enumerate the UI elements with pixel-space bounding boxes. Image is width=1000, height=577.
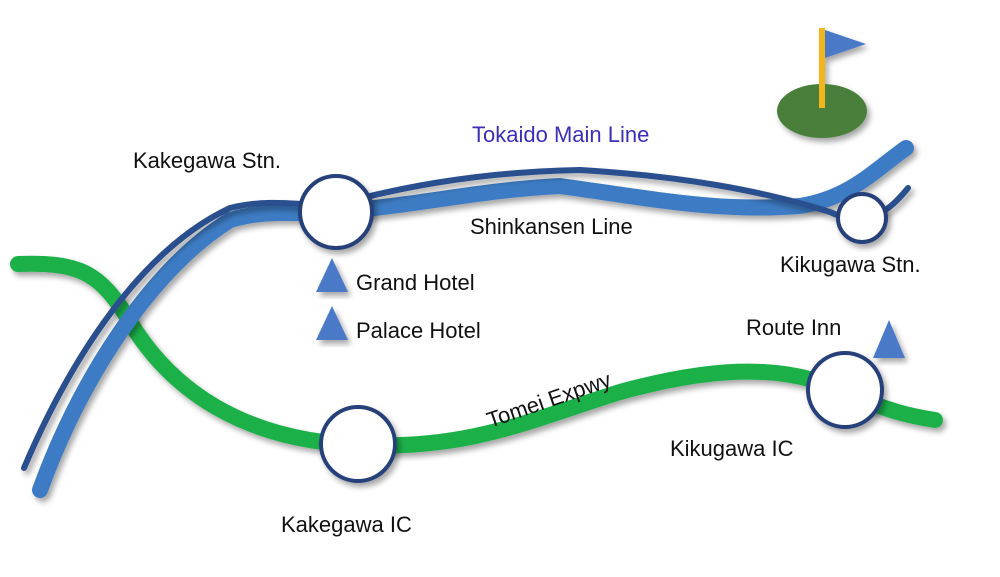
route-inn-label: Route Inn xyxy=(746,315,841,340)
palace-hotel-triangle-icon[interactable] xyxy=(316,306,348,340)
tokaido-main-line-label: Tokaido Main Line xyxy=(472,122,649,147)
kikugawa-station-label: Kikugawa Stn. xyxy=(780,252,921,277)
shinkansen-line-label: Shinkansen Line xyxy=(470,214,633,239)
grand-hotel-label: Grand Hotel xyxy=(356,270,475,295)
kakegawa-station-label: Kakegawa Stn. xyxy=(133,148,281,173)
kikugawa-station-marker[interactable] xyxy=(836,192,888,244)
route-inn-triangle-icon[interactable] xyxy=(873,320,905,358)
kakegawa-ic-marker[interactable] xyxy=(319,405,397,483)
golf-flag-icon xyxy=(777,28,867,138)
kikugawa-ic-marker[interactable] xyxy=(806,351,884,429)
tokaido-main-line xyxy=(21,166,911,471)
palace-hotel-label: Palace Hotel xyxy=(356,318,481,343)
kakegawa-station-marker[interactable] xyxy=(298,174,374,250)
kakegawa-ic-label: Kakegawa IC xyxy=(281,512,412,537)
kikugawa-ic-label: Kikugawa IC xyxy=(670,436,794,461)
grand-hotel-triangle-icon[interactable] xyxy=(316,258,348,292)
